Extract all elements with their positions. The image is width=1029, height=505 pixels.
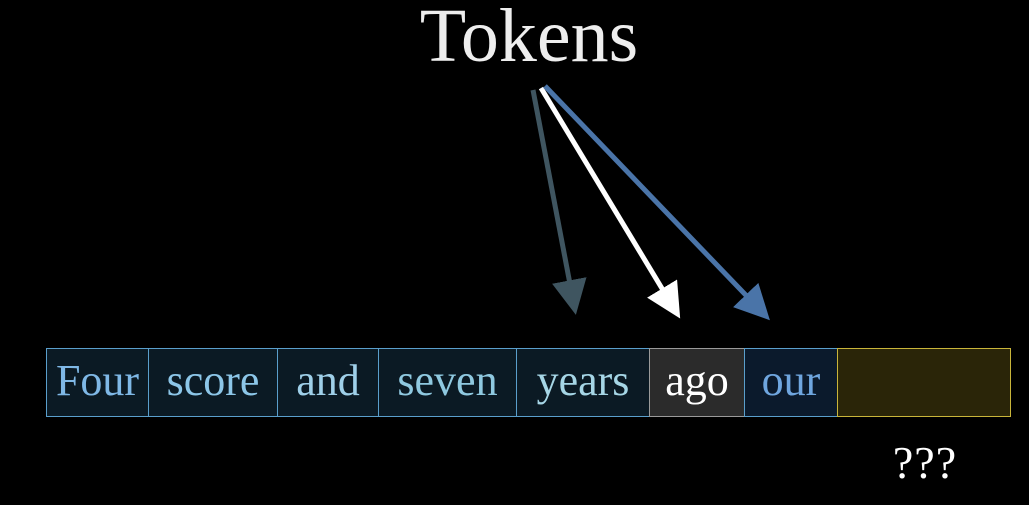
unknown-next-token-label: ??? — [892, 437, 958, 488]
token-our: our — [744, 348, 838, 417]
token-score: score — [147, 348, 279, 417]
arrow-to-ago — [538, 86, 681, 319]
arrow-to-our — [543, 84, 770, 321]
title: Tokens — [419, 0, 639, 78]
token-ago: ago — [648, 348, 746, 417]
arrow-to-years — [530, 89, 587, 315]
token-years: years — [516, 348, 650, 417]
token-seven: seven — [377, 348, 518, 417]
token-and: and — [277, 348, 379, 417]
next-token-blank — [836, 348, 1011, 417]
token-four: Four — [46, 348, 149, 417]
token-sequence: Four score and seven years ago our — [46, 348, 1011, 417]
